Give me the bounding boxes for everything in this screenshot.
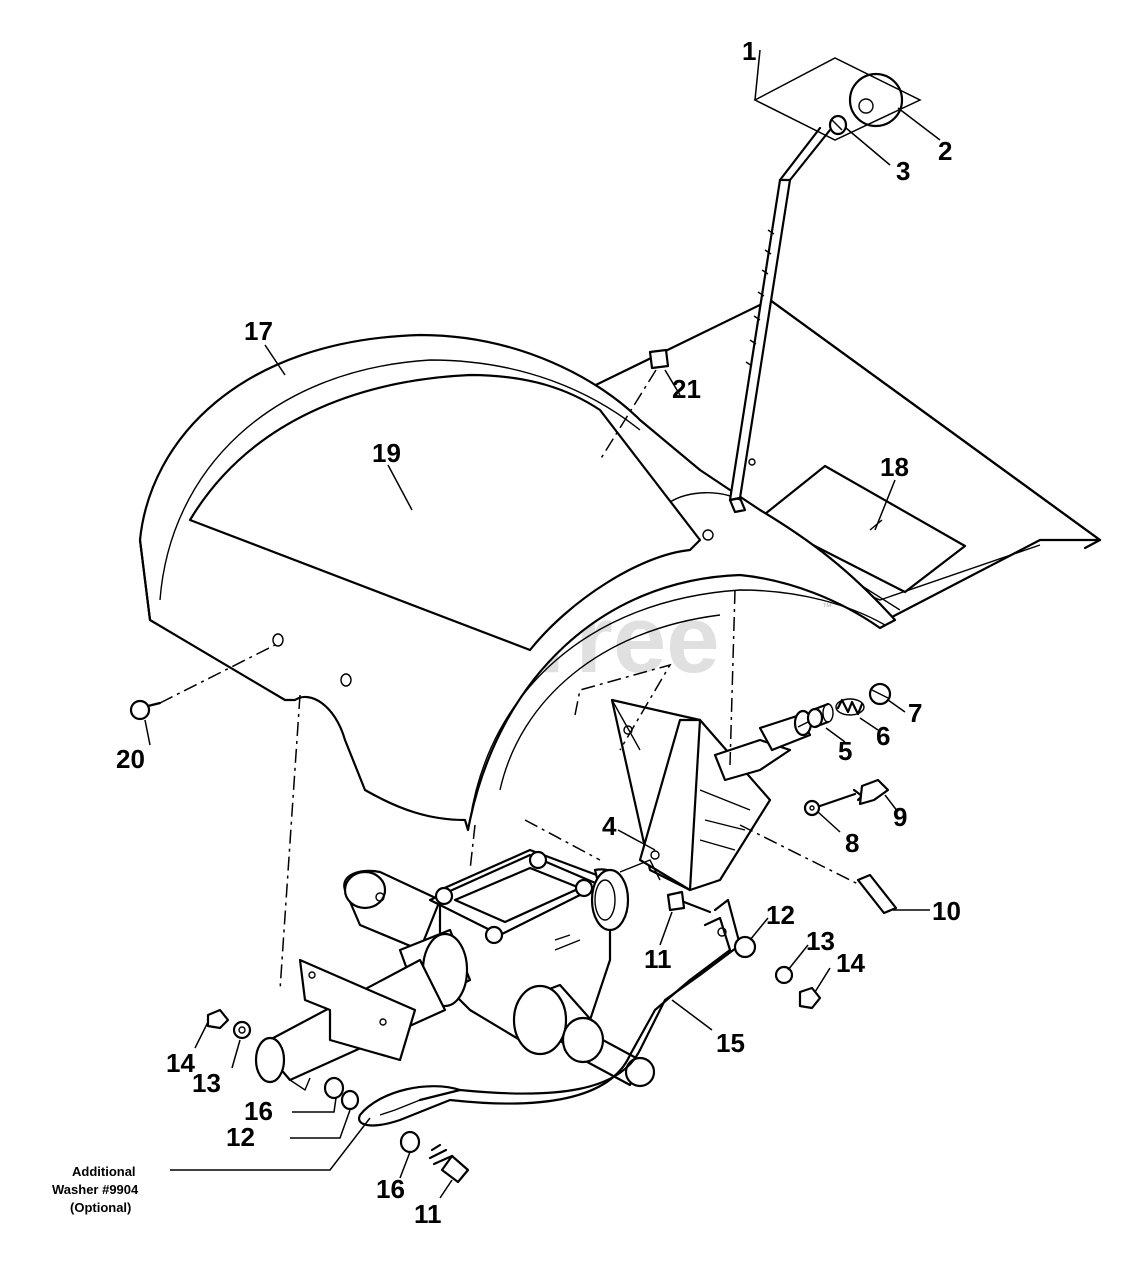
- hidden-line: [279, 694, 301, 991]
- watermark-trademark: ™: [822, 602, 832, 613]
- drag-bar[interactable]: [357, 898, 742, 1127]
- nut-14-left[interactable]: [206, 1008, 230, 1030]
- callout-4: 4: [602, 811, 617, 841]
- callout-19: 19: [372, 438, 401, 468]
- nut-14-right[interactable]: [798, 986, 822, 1010]
- callout-14-right: 14: [836, 948, 865, 978]
- pin-10[interactable]: [856, 873, 898, 915]
- depth-bar-lever[interactable]: [728, 126, 832, 514]
- note-line-3: (Optional): [70, 1200, 131, 1215]
- callout-5: 5: [838, 736, 852, 766]
- lever-knob[interactable]: [848, 72, 904, 128]
- callout-13-right: 13: [806, 926, 835, 956]
- assembly-bracket: [753, 57, 922, 141]
- callout-11-lower: 11: [414, 1199, 442, 1229]
- callout-6: 6: [876, 721, 890, 751]
- bolt-9[interactable]: [818, 778, 890, 808]
- callout-9: 9: [893, 802, 907, 832]
- bolt-11-upper[interactable]: [666, 890, 712, 914]
- decal-18[interactable]: [758, 464, 967, 594]
- washer-16-left[interactable]: [323, 1076, 345, 1100]
- note-line-1: Additional: [72, 1164, 136, 1179]
- hidden-line: [574, 663, 672, 751]
- spring-6[interactable]: [835, 698, 865, 716]
- note-line-2: Washer #9904: [52, 1182, 139, 1197]
- callout-20: 20: [116, 744, 145, 774]
- callout-15: 15: [716, 1028, 745, 1058]
- washer-8[interactable]: [803, 799, 821, 817]
- washer-13-right[interactable]: [774, 965, 794, 985]
- cap-7[interactable]: [868, 682, 892, 706]
- transmission-gearbox[interactable]: [254, 848, 661, 1088]
- bolt-11-lower[interactable]: [428, 1143, 470, 1184]
- decal-19[interactable]: [188, 373, 702, 652]
- pin-5[interactable]: [797, 702, 834, 729]
- knob-collar[interactable]: [828, 114, 848, 136]
- callout-1: 1: [742, 36, 756, 66]
- nut-21[interactable]: [599, 348, 670, 461]
- callout-11-upper: 11: [644, 944, 672, 974]
- callout-16-left: 16: [244, 1096, 273, 1126]
- hidden-line: [469, 824, 476, 871]
- callout-7: 7: [908, 698, 922, 728]
- side-plate-left[interactable]: [289, 958, 417, 1092]
- callout-16-lower: 16: [376, 1174, 405, 1204]
- callout-12-left: 12: [226, 1122, 255, 1152]
- callout-14-left: 14: [166, 1048, 195, 1078]
- spacer-12-left[interactable]: [340, 1089, 360, 1111]
- washer-13-left[interactable]: [232, 1020, 252, 1040]
- callout-8: 8: [845, 828, 859, 858]
- callout-17: 17: [244, 316, 273, 346]
- callout-13-left: 13: [192, 1068, 221, 1098]
- bolt-20[interactable]: [129, 644, 276, 721]
- callout-10: 10: [932, 896, 961, 926]
- leader-lines: [144, 49, 941, 1199]
- callout-2: 2: [938, 136, 952, 166]
- callout-18: 18: [880, 452, 909, 482]
- callout-12-right: 12: [766, 900, 795, 930]
- callout-3: 3: [896, 156, 910, 186]
- callout-21: 21: [672, 374, 701, 404]
- spacer-12-right[interactable]: [733, 935, 757, 959]
- washer-16-lower[interactable]: [399, 1130, 421, 1154]
- mounting-bracket[interactable]: [610, 698, 861, 892]
- hidden-line: [729, 589, 736, 766]
